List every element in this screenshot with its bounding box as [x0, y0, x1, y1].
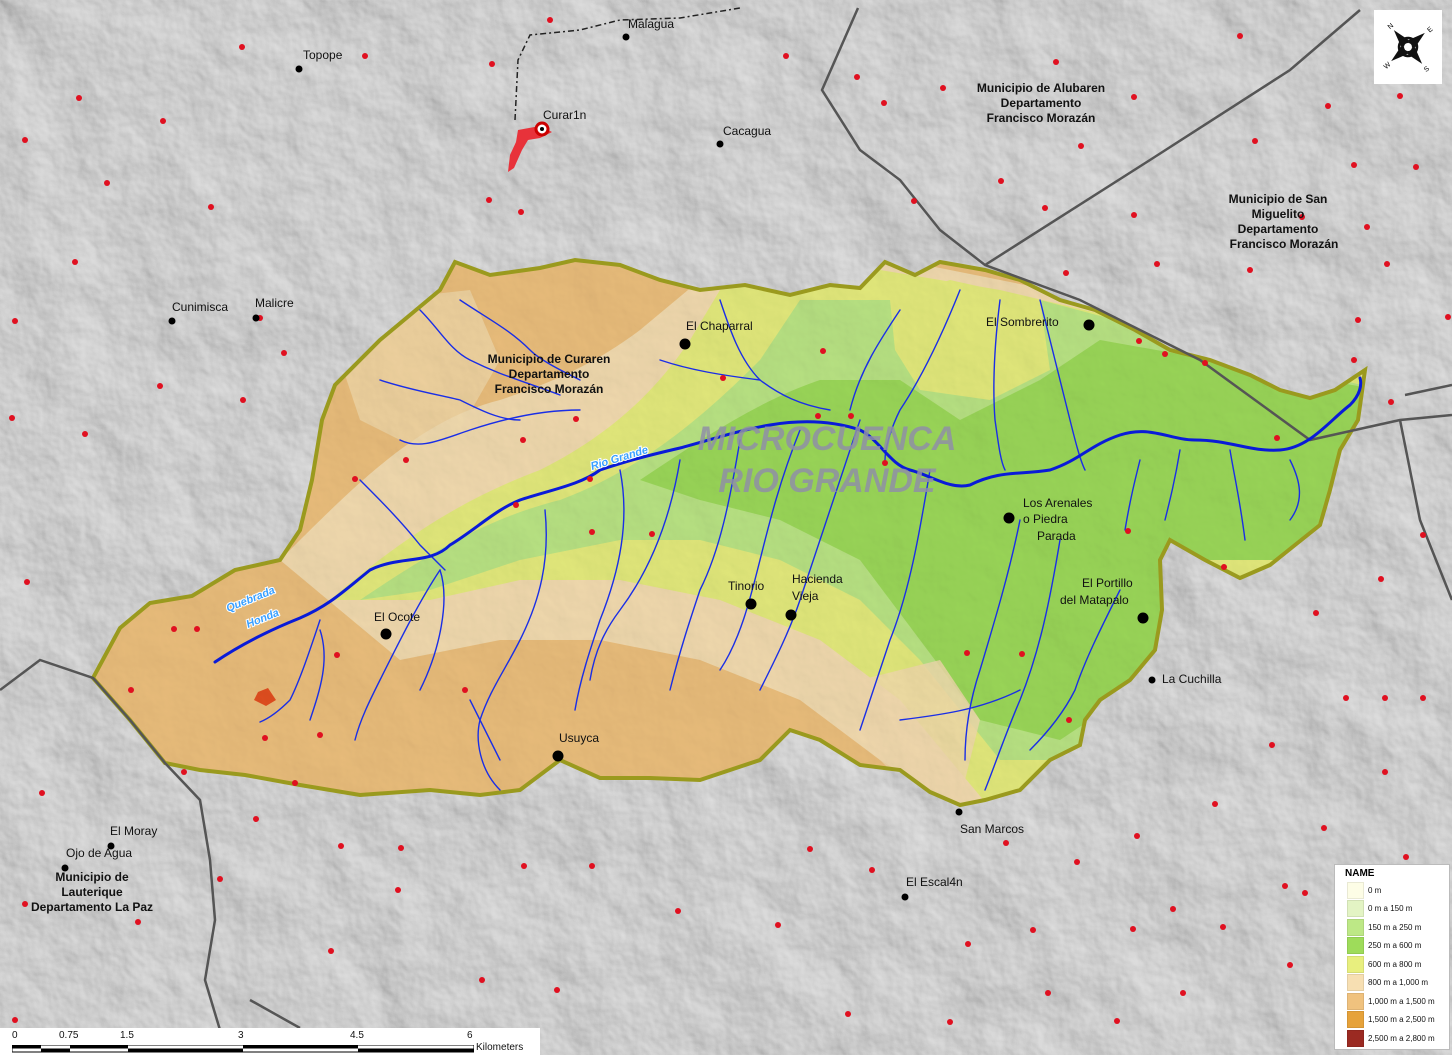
municipality-lauterique-line1: Municipio de [55, 870, 129, 884]
label-o-piedra: o Piedra [1023, 512, 1068, 526]
label-el-sombrerito: El Sombrerito [986, 315, 1059, 329]
municipality-curaren-line2: Departamento [509, 367, 590, 381]
legend-swatch [1347, 955, 1364, 973]
legend-swatch [1347, 900, 1364, 918]
label-cunimisca: Cunimisca [172, 300, 228, 314]
label-curar1n: Curar1n [543, 108, 586, 122]
legend-item: 2,500 m a 2,800 m [1335, 1029, 1449, 1048]
municipality-lauterique-line2: Lauterique [61, 885, 123, 899]
scale-bar-graphic [12, 1045, 474, 1053]
label-usuyca: Usuyca [559, 731, 599, 745]
municipality-lauterique-line3: Departamento La Paz [31, 900, 153, 914]
compass-rose: N E S W [1374, 10, 1442, 84]
watershed-boundary [90, 257, 1368, 808]
label-hacienda: Hacienda [792, 572, 843, 586]
compass-n: N [1387, 22, 1395, 31]
legend-item: 1,500 m a 2,500 m [1335, 1011, 1449, 1030]
scale-tick-0: 0 [12, 1030, 18, 1041]
scale-tick-15: 1.5 [120, 1030, 134, 1041]
legend-label: 800 m a 1,000 m [1368, 978, 1429, 988]
legend-item: 800 m a 1,000 m [1335, 974, 1449, 993]
label-los-arenales: Los Arenales [1023, 496, 1092, 510]
legend-swatch [1347, 1029, 1364, 1047]
legend-label: 600 m a 800 m [1368, 959, 1422, 969]
scale-unit: Kilometers [476, 1042, 524, 1053]
legend-swatch [1347, 918, 1364, 936]
label-parada: Parada [1037, 529, 1076, 543]
legend-swatch [1347, 992, 1364, 1010]
map-title-line1: MICROCUENCA [698, 420, 957, 458]
legend-title: NAME [1345, 868, 1375, 879]
scale-tick-6: 6 [467, 1030, 473, 1041]
river-network [259, 289, 1301, 791]
legend-label: 2,500 m a 2,800 m [1368, 1033, 1435, 1043]
label-el-moray: El Moray [110, 824, 157, 838]
legend-swatch [1347, 1011, 1364, 1029]
legend-label: 250 m a 600 m [1368, 941, 1422, 951]
elevation-legend: NAME 0 m 0 m a 150 m 150 m a 250 m 250 m a … [1334, 864, 1450, 1050]
main-river-rio-grande [213, 376, 1363, 664]
municipality-alubaren-line3: Francisco Morazán [987, 111, 1096, 125]
label-el-ocote: El Ocote [374, 610, 420, 624]
label-malicre: Malicre [255, 296, 294, 310]
compass-s: S [1423, 65, 1431, 74]
scale-tick-3: 3 [238, 1030, 244, 1041]
legend-label: 0 m [1368, 885, 1382, 895]
municipality-san-miguelito-line4: Francisco Morazán [1230, 237, 1339, 251]
compass-w: W [1383, 61, 1393, 71]
map-title-line2: RIO GRANDE [718, 462, 937, 500]
municipality-curaren-line1: Municipio de Curaren [488, 352, 611, 366]
scale-tick-075: 0.75 [59, 1030, 79, 1041]
legend-label: 1,000 m a 1,500 m [1368, 996, 1435, 1006]
municipality-curaren-line3: Francisco Morazán [495, 382, 604, 396]
municipality-alubaren-line2: Departamento [1001, 96, 1082, 110]
label-del-matapalo: del Matapalo [1060, 593, 1129, 607]
scale-bar: 0 0.75 1.5 3 4.5 6 Kilometers [0, 1028, 540, 1055]
place-labels: Malagua Topope Curar1n Cacagua Cunimisca… [66, 17, 1222, 889]
label-cacagua: Cacagua [723, 124, 771, 138]
legend-item: 0 m a 150 m [1335, 900, 1449, 919]
legend-item: 1,000 m a 1,500 m [1335, 992, 1449, 1011]
municipality-san-miguelito-line3: Departamento [1238, 222, 1319, 236]
legend-item: 0 m [1335, 881, 1449, 900]
legend-swatch [1347, 937, 1364, 955]
municipality-labels: Municipio de Alubaren Departamento Franc… [31, 81, 1338, 914]
legend-label: 0 m a 150 m [1368, 904, 1413, 914]
label-la-cuchilla: La Cuchilla [1162, 672, 1222, 686]
legend-swatch [1347, 974, 1364, 992]
label-san-marcos: San Marcos [960, 822, 1024, 836]
municipality-san-miguelito-line1: Municipio de San [1229, 192, 1328, 206]
label-el-chaparral: El Chaparral [686, 319, 753, 333]
label-tinorio: Tinorio [728, 579, 765, 593]
label-el-portillo: El Portillo [1082, 576, 1133, 590]
legend-label: 150 m a 250 m [1368, 922, 1422, 932]
compass-e: E [1426, 26, 1434, 35]
label-ojo-de-agua: Ojo de Agua [66, 846, 132, 860]
department-boundary [514, 7, 741, 121]
legend-item: 600 m a 800 m [1335, 955, 1449, 974]
label-malagua: Malagua [628, 17, 674, 31]
legend-item: 250 m a 600 m [1335, 937, 1449, 956]
settlement-points[interactable] [61, 33, 1156, 901]
legend-item: 150 m a 250 m [1335, 918, 1449, 937]
label-el-escal4n: El Escal4n [906, 875, 963, 889]
municipality-alubaren-line1: Municipio de Alubaren [977, 81, 1105, 95]
curaren-town-center [540, 127, 544, 131]
legend-swatch [1347, 881, 1364, 899]
label-vieja: Vieja [792, 589, 819, 603]
municipal-boundaries [0, 7, 1452, 1031]
label-topope: Topope [303, 48, 343, 62]
compass-icon: N E S W [1383, 22, 1435, 74]
curaren-town-area [508, 126, 552, 172]
village-points [9, 17, 1451, 1040]
legend-label: 1,500 m a 2,500 m [1368, 1015, 1435, 1025]
municipality-san-miguelito-line2: Miguelito [1252, 207, 1305, 221]
scale-tick-45: 4.5 [350, 1030, 364, 1041]
